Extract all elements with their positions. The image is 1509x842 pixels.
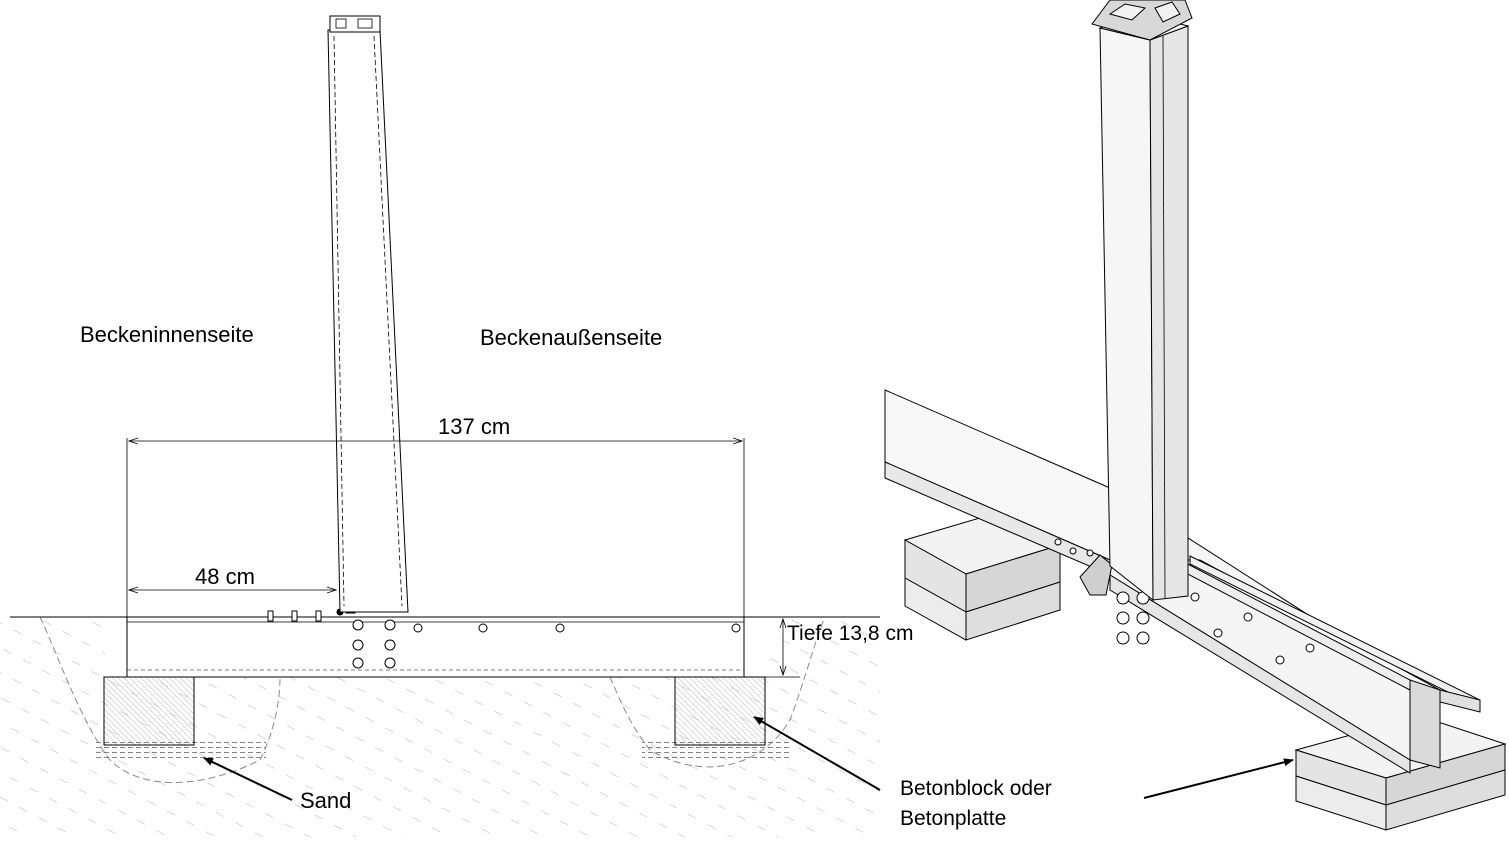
total-width-label: 137 cm	[438, 414, 511, 439]
perspective-view	[884, 0, 1507, 831]
beam-3d-bolts	[1054, 538, 1315, 665]
concrete-block-3d-left	[903, 511, 1062, 641]
concrete-label-line1: Betonblock oder	[900, 777, 1052, 800]
beam	[126, 616, 745, 678]
dimension-depth	[744, 616, 800, 678]
bracket-3d	[1079, 554, 1113, 596]
excavation-outline-left	[39, 616, 281, 783]
sand-arrow	[203, 757, 293, 801]
concrete-arrow-left	[753, 716, 881, 791]
outer-side-label: Beckenaußenseite	[480, 325, 663, 350]
concrete-block-right	[674, 676, 766, 746]
dimension-total-width	[126, 438, 745, 677]
beam-3d	[884, 389, 1481, 774]
excavation-outline-right	[609, 616, 826, 768]
section-view	[0, 15, 881, 837]
offset-width-label: 48 cm	[195, 564, 255, 589]
sand-label: Sand	[300, 788, 352, 813]
concrete-arrow-right	[1143, 758, 1294, 799]
concrete-label-line2: Betonplatte	[900, 807, 1007, 830]
upright-post-3d	[1098, 13, 1190, 602]
beam-bolts	[352, 619, 741, 669]
inner-side-label: Beckeninnenseite	[80, 322, 254, 347]
concrete-block-left	[103, 676, 195, 746]
upright-post	[327, 15, 409, 613]
post-top-clamp-3d	[1091, 0, 1193, 41]
depth-label: Tiefe 13,8 cm	[787, 622, 914, 645]
